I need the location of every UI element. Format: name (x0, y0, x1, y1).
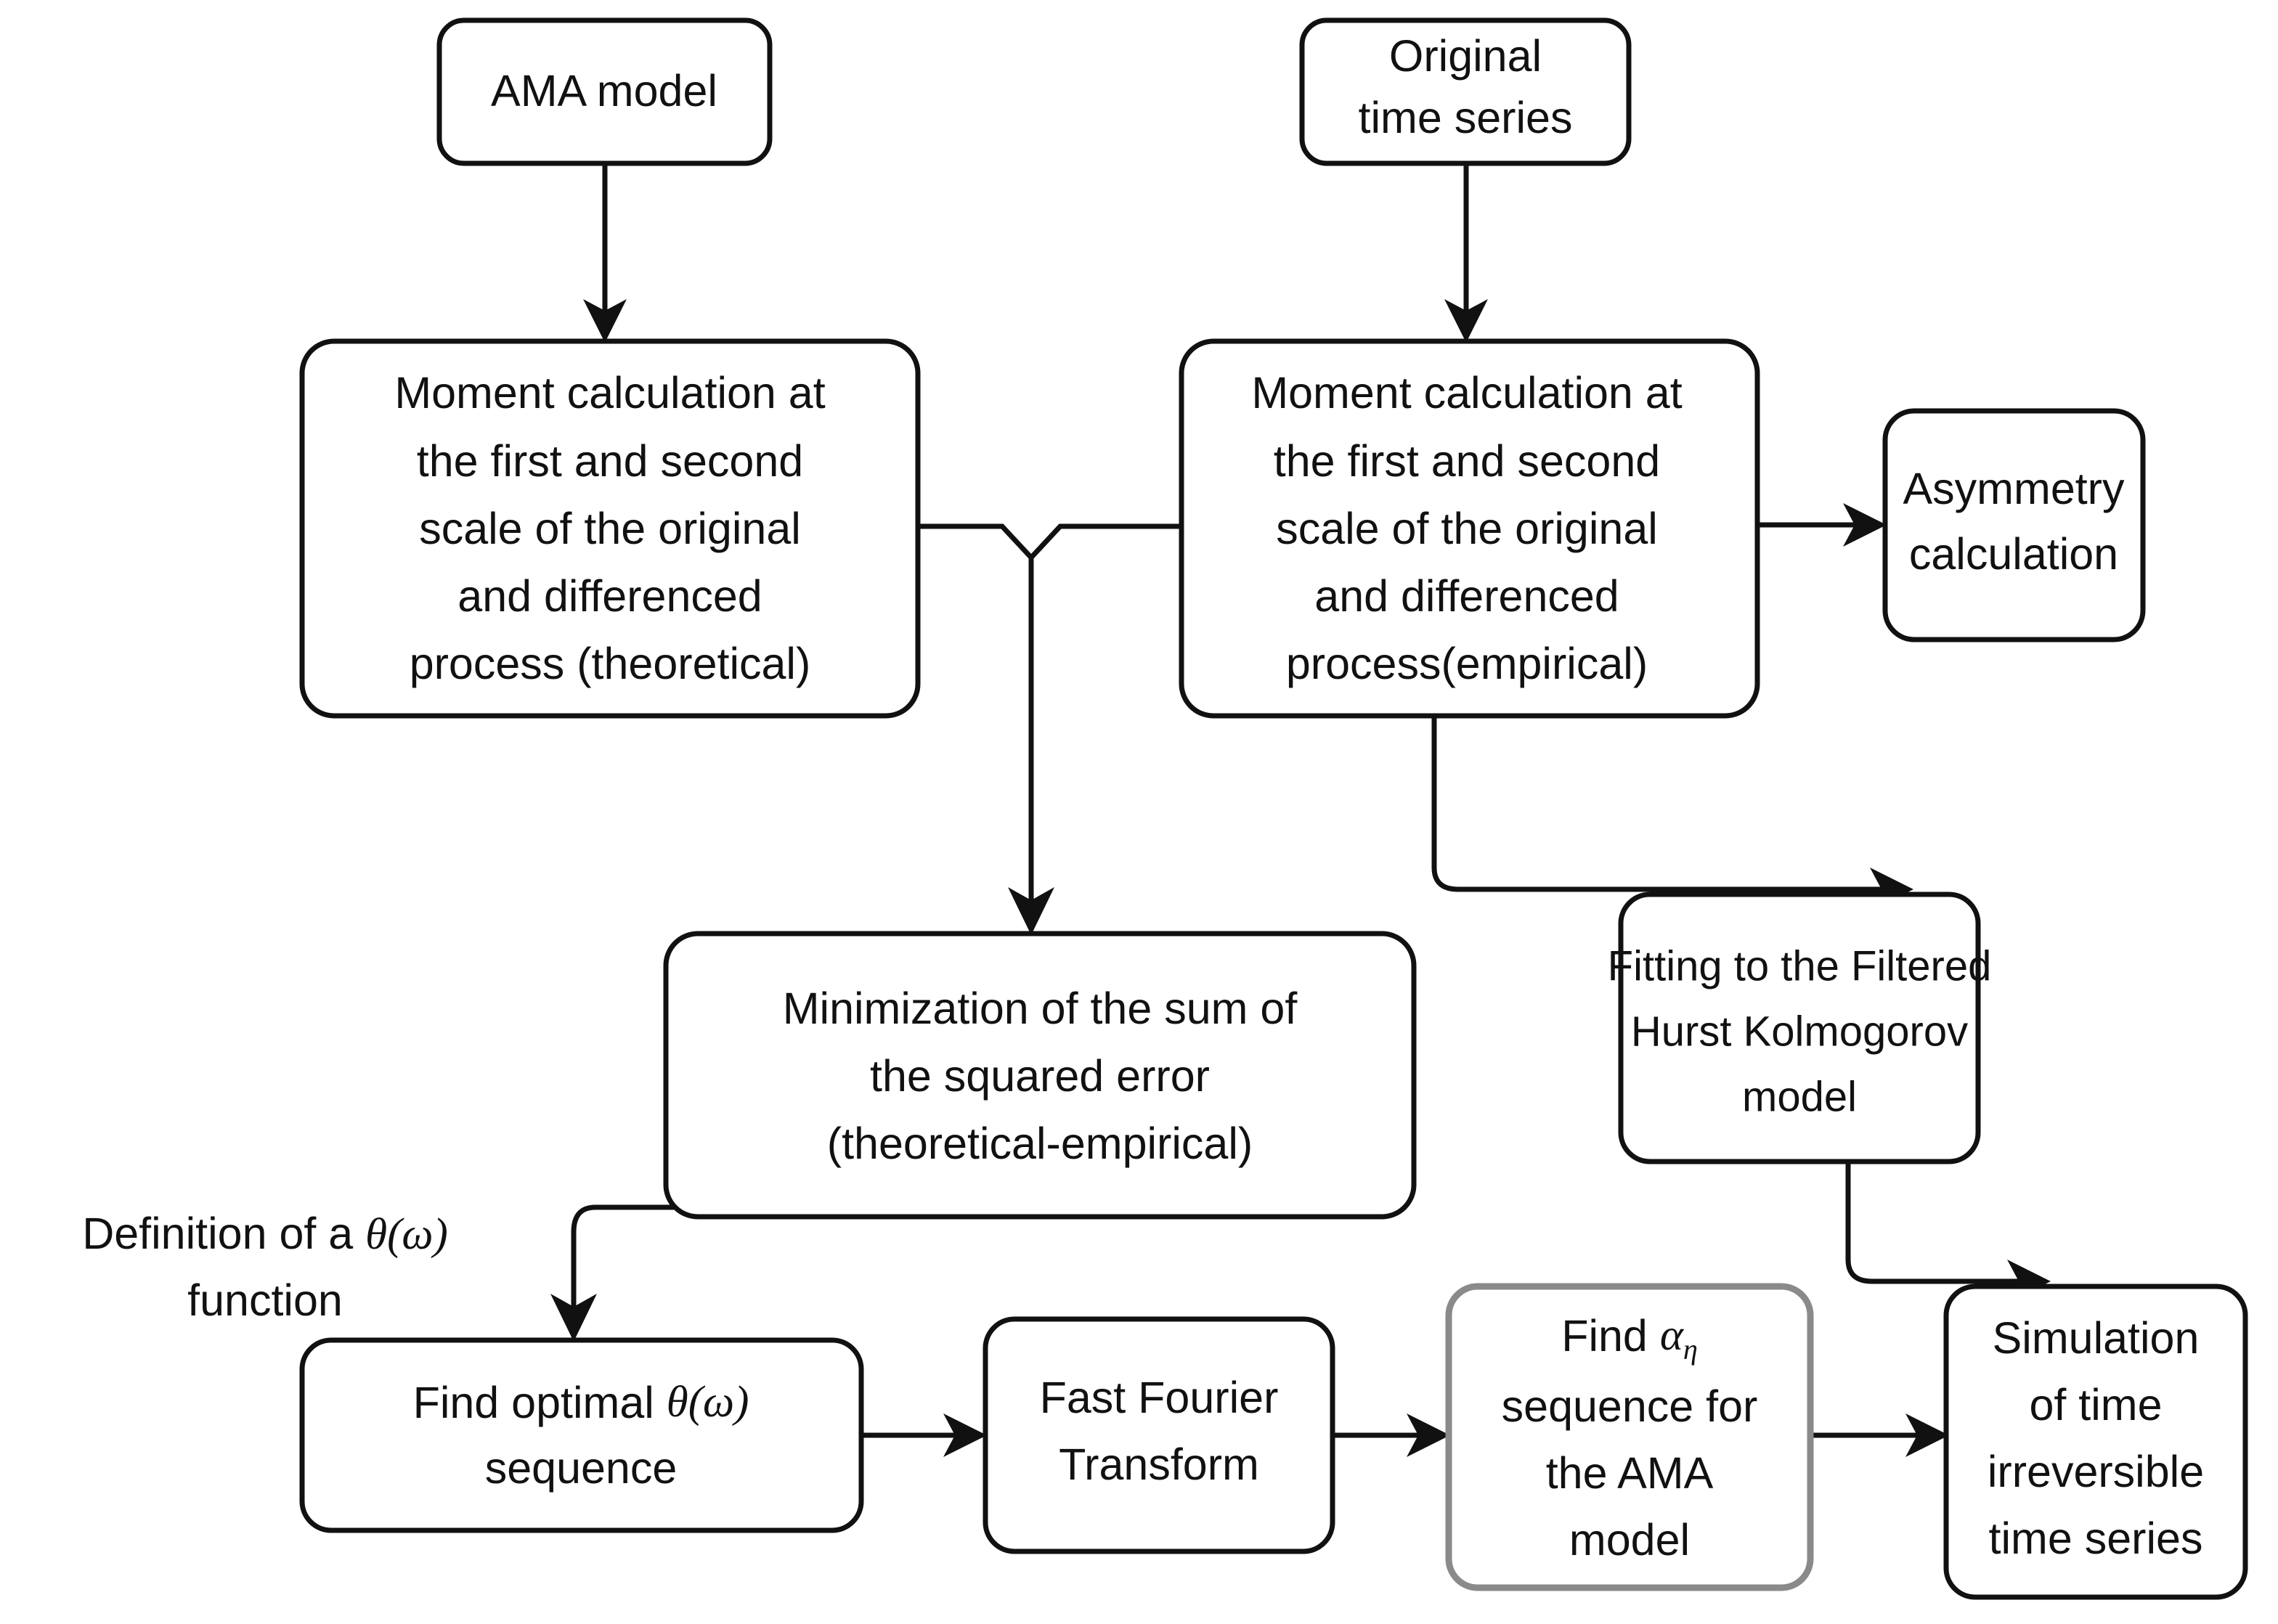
node-original-time-series[interactable]: Original time series (1299, 17, 1632, 166)
edge-ama-to-theoretical (583, 163, 627, 343)
node-label-simulation-line3: irreversible (1988, 1447, 2204, 1496)
node-moment-calculation-empirical[interactable]: Moment calculation at the first and seco… (1179, 338, 1760, 719)
node-label-original-time-series-line2: time series (1359, 93, 1573, 142)
node-label-simulation-line4: time series (1989, 1514, 2203, 1563)
node-layer: AMA model Original time series Moment ca… (299, 17, 2248, 1600)
node-label-find-optimal-theta-line1: Find optimal θ(ω) (413, 1378, 749, 1427)
arrow-head-icon (1407, 1413, 1450, 1457)
edge-minimization-to-find-theta (550, 1204, 690, 1342)
node-box-fft[interactable] (983, 1316, 1335, 1554)
edge-layer (550, 163, 2051, 1457)
node-label-find-alpha-line3: the AMA (1546, 1448, 1714, 1498)
node-fast-fourier-transform[interactable]: Fast Fourier Transform (983, 1316, 1335, 1554)
node-label-asymmetry-line2: calculation (1909, 529, 2118, 579)
node-label-ama-model: AMA model (491, 66, 717, 115)
node-label-fft-line2: Transform (1059, 1440, 1259, 1489)
arrow-head-icon (550, 1294, 597, 1342)
find-theta-symbol: θ(ω) (667, 1378, 749, 1427)
node-label-find-optimal-theta-line2: sequence (485, 1443, 678, 1493)
node-label-moment-empirical-line1: Moment calculation at (1251, 368, 1682, 417)
node-find-alpha-eta[interactable]: Find αη sequence for the AMA model (1445, 1283, 1814, 1591)
node-label-moment-empirical-line2: the first and second (1274, 436, 1660, 486)
label-definition-theta-function: Definition of a θ(ω) function (82, 1209, 448, 1325)
node-label-moment-theoretical-line2: the first and second (417, 436, 803, 486)
arrow-head-icon (1843, 503, 1887, 547)
node-label-moment-theoretical-line5: process (theoretical) (410, 639, 811, 688)
edge-empirical-to-asymmetry (1757, 503, 1887, 547)
node-box-find-optimal-theta[interactable] (299, 1337, 864, 1533)
node-find-optimal-theta[interactable]: Find optimal θ(ω) sequence (299, 1337, 864, 1533)
node-box-moment-empirical[interactable] (1179, 338, 1760, 719)
node-moment-calculation-theoretical[interactable]: Moment calculation at the first and seco… (299, 338, 921, 719)
arrow-head-icon (943, 1413, 987, 1457)
eta-subscript: η (1683, 1333, 1698, 1366)
arrow-head-icon (1008, 887, 1054, 935)
node-box-find-alpha-eta[interactable] (1445, 1283, 1814, 1591)
node-ama-model[interactable]: AMA model (436, 17, 773, 166)
arrow-head-icon (1444, 299, 1488, 343)
node-label-moment-empirical-line5: process(empirical) (1286, 639, 1648, 688)
node-simulation-irreversible[interactable]: Simulation of time irreversible time ser… (1943, 1284, 2248, 1600)
edge-fitting-to-simulation (1845, 1162, 2051, 1303)
node-label-moment-theoretical-line1: Moment calculation at (394, 368, 825, 417)
node-label-minimization-line3: (theoretical-empirical) (827, 1119, 1253, 1168)
theta-definition-line1: Definition of a θ(ω) (82, 1209, 448, 1259)
arrow-head-icon (1905, 1413, 1949, 1457)
edge-fft-to-find-alpha (1333, 1413, 1450, 1457)
node-box-simulation[interactable] (1943, 1284, 2248, 1600)
node-minimization[interactable]: Minimization of the sum of the squared e… (663, 931, 1417, 1220)
node-box-ama-model[interactable] (436, 17, 773, 166)
node-label-find-alpha-line2: sequence for (1502, 1382, 1758, 1431)
edge-series-to-empirical (1444, 163, 1488, 343)
node-label-fitting-line3: model (1742, 1073, 1857, 1120)
node-label-asymmetry-line1: Asymmetry (1903, 464, 2126, 513)
node-label-moment-empirical-line4: and differenced (1314, 571, 1619, 621)
arrow-head-icon (583, 299, 627, 343)
edge-moments-merge-to-minimization (918, 523, 1181, 935)
edge-empirical-to-fitting (1431, 716, 1913, 911)
node-asymmetry-calculation[interactable]: Asymmetry calculation (1882, 408, 2146, 642)
alpha-symbol: α (1660, 1311, 1685, 1360)
node-label-minimization-line2: the squared error (870, 1051, 1210, 1101)
edge-find-alpha-to-simulation (1810, 1413, 1949, 1457)
node-label-moment-theoretical-line3: scale of the original (419, 504, 801, 553)
node-label-simulation-line1: Simulation (1993, 1313, 2200, 1363)
node-label-moment-theoretical-line4: and differenced (457, 571, 762, 621)
node-label-minimization-line1: Minimization of the sum of (783, 984, 1298, 1033)
node-label-find-alpha-line4: model (1569, 1515, 1690, 1564)
node-box-minimization[interactable] (663, 931, 1417, 1220)
find-theta-prefix: Find optimal (413, 1378, 667, 1427)
node-label-fitting-line1: Fitting to the Filtered (1608, 942, 1992, 990)
theta-definition-prefix: Definition of a (82, 1209, 365, 1258)
find-alpha-prefix: Find (1561, 1311, 1660, 1360)
node-fitting-filtered-hurst-kolmogorov[interactable]: Fitting to the Filtered Hurst Kolmogorov… (1608, 891, 1992, 1164)
theta-definition-symbol: θ(ω) (365, 1210, 448, 1259)
node-label-moment-empirical-line3: scale of the original (1276, 504, 1658, 553)
node-box-fitting-fhk[interactable] (1618, 891, 1981, 1164)
node-box-original-time-series[interactable] (1299, 17, 1632, 166)
node-label-find-alpha-line1: Find αη (1561, 1311, 1698, 1366)
node-label-simulation-line2: of time (2029, 1380, 2162, 1429)
node-label-fitting-line2: Hurst Kolmogorov (1631, 1008, 1968, 1055)
node-box-moment-theoretical[interactable] (299, 338, 921, 719)
node-label-original-time-series-line1: Original (1389, 31, 1542, 81)
theta-definition-line2: function (187, 1276, 343, 1325)
node-box-asymmetry[interactable] (1882, 408, 2146, 642)
node-label-fft-line1: Fast Fourier (1040, 1373, 1279, 1422)
edge-find-theta-to-fft (861, 1413, 987, 1457)
